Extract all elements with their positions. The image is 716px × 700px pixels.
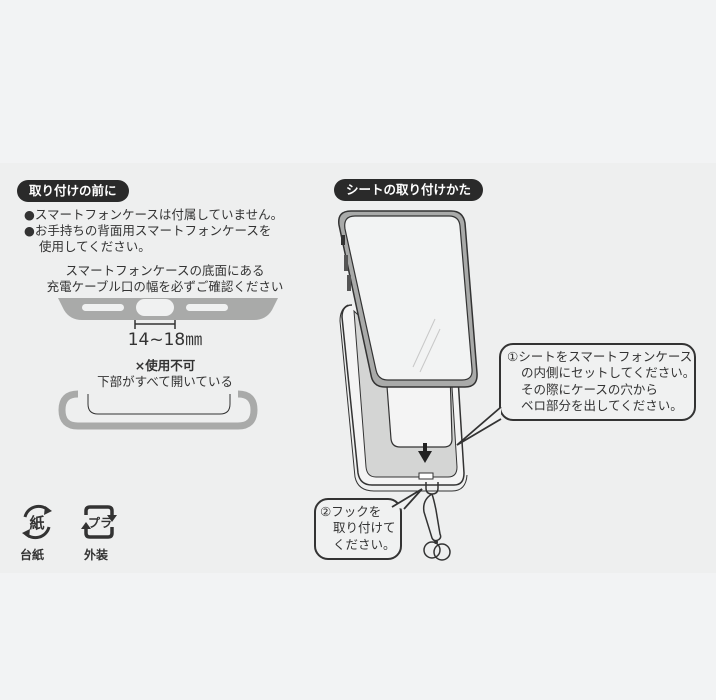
open-bottom-case-diagram xyxy=(58,390,258,430)
step2-callout-pointer xyxy=(391,488,423,510)
not-usable-desc: 下部がすべて開いている xyxy=(97,374,233,389)
step2-line1: ②フックを xyxy=(320,504,382,519)
plastic-recycle-icon: プラ xyxy=(81,505,117,539)
paper-recycle-icon: 紙 xyxy=(22,504,52,540)
plastic-mark-label: 外装 xyxy=(84,548,109,562)
step2-line3: ください。 xyxy=(333,537,396,552)
check-note-line2: 充電ケーブル口の幅を必ずご確認ください xyxy=(46,279,284,294)
svg-text:紙: 紙 xyxy=(29,514,44,532)
case-bottom-diagram xyxy=(58,298,278,329)
step1-callout-pointer xyxy=(456,406,502,446)
check-note-line1: スマートフォンケースの底面にある xyxy=(65,263,265,278)
step1-line2: の内側にセットしてください。 xyxy=(521,365,696,380)
hook-illustration xyxy=(422,482,451,561)
phone-illustration xyxy=(338,210,478,388)
port-width-dimension: 14~18㎜ xyxy=(127,330,203,350)
step2-callout: ②フックを 取り付けて ください。 xyxy=(314,498,402,560)
bullet-use-own-case-cont: 使用してください。 xyxy=(39,239,151,254)
step1-line4: ベロ部分を出してください。 xyxy=(521,398,683,413)
step1-callout: ①シートをスマートフォンケース の内側にセットしてください。 その際にケースの穴… xyxy=(499,343,696,421)
not-usable-title: ×使用不可 xyxy=(134,358,196,373)
svg-text:プラ: プラ xyxy=(88,515,112,530)
how-to-attach-heading: シートの取り付けかた xyxy=(334,179,484,201)
before-attach-heading: 取り付けの前に xyxy=(17,180,129,202)
bullet-use-own-case: ●お手持ちの背面用スマートフォンケースを xyxy=(24,223,272,238)
bullet-case-not-included: ●スマートフォンケースは付属していません。 xyxy=(24,207,284,222)
paper-mark-label: 台紙 xyxy=(20,548,45,562)
step2-line2: 取り付けて xyxy=(333,520,396,535)
step1-line1: ①シートをスマートフォンケース xyxy=(507,349,693,364)
step1-line3: その際にケースの穴から xyxy=(521,382,658,397)
